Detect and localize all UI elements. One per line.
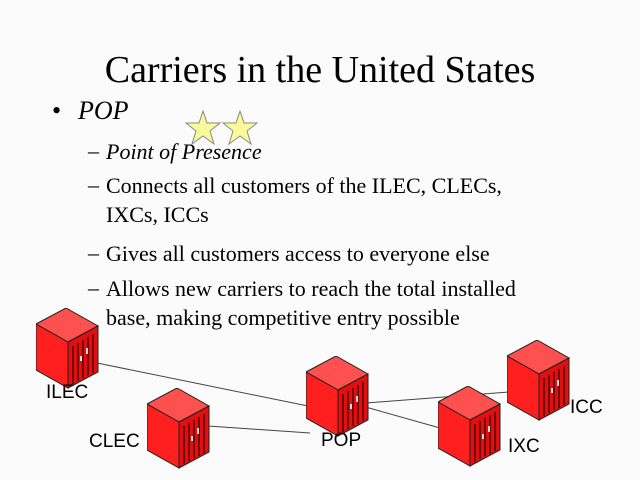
slide-title: Carriers in the United States <box>104 49 536 91</box>
label-clec: CLEC <box>89 431 140 452</box>
label-ilec: ILEC <box>46 382 89 403</box>
dash: – <box>88 275 99 300</box>
dash: – <box>88 138 99 163</box>
bullet-dot: • <box>52 96 62 125</box>
ilec-switch-icon <box>36 308 99 389</box>
link-clec-pop <box>207 425 311 434</box>
link-pop-ixc <box>361 405 441 429</box>
sub-item-3: Gives all customers access to everyone e… <box>106 241 490 266</box>
sub-item-4-cont: base, making competitive entry possible <box>106 305 460 330</box>
label-pop: POP <box>321 430 362 451</box>
sub-item-2-cont: IXCs, ICCs <box>106 202 209 227</box>
sub-item-4: Allows new carriers to reach the total i… <box>106 276 516 301</box>
sub-item-2: Connects all customers of the ILEC, CLEC… <box>106 173 502 198</box>
clec-switch-icon <box>147 388 210 469</box>
link-ilec-pop <box>96 362 309 407</box>
label-icc: ICC <box>570 397 603 418</box>
pop-switch-icon <box>306 356 369 437</box>
label-ixc: IXC <box>508 436 540 457</box>
sub-item-1: Point of Presence <box>106 139 262 164</box>
bullet-pop: POP <box>78 96 129 125</box>
star-icon <box>185 110 222 146</box>
ixc-switch-icon <box>438 386 501 467</box>
dash: – <box>88 240 99 265</box>
link-pop-icc <box>365 391 510 404</box>
star-icon <box>221 110 259 146</box>
icc-switch-icon <box>507 340 570 421</box>
dash: – <box>88 172 99 197</box>
star-icons <box>185 110 259 146</box>
